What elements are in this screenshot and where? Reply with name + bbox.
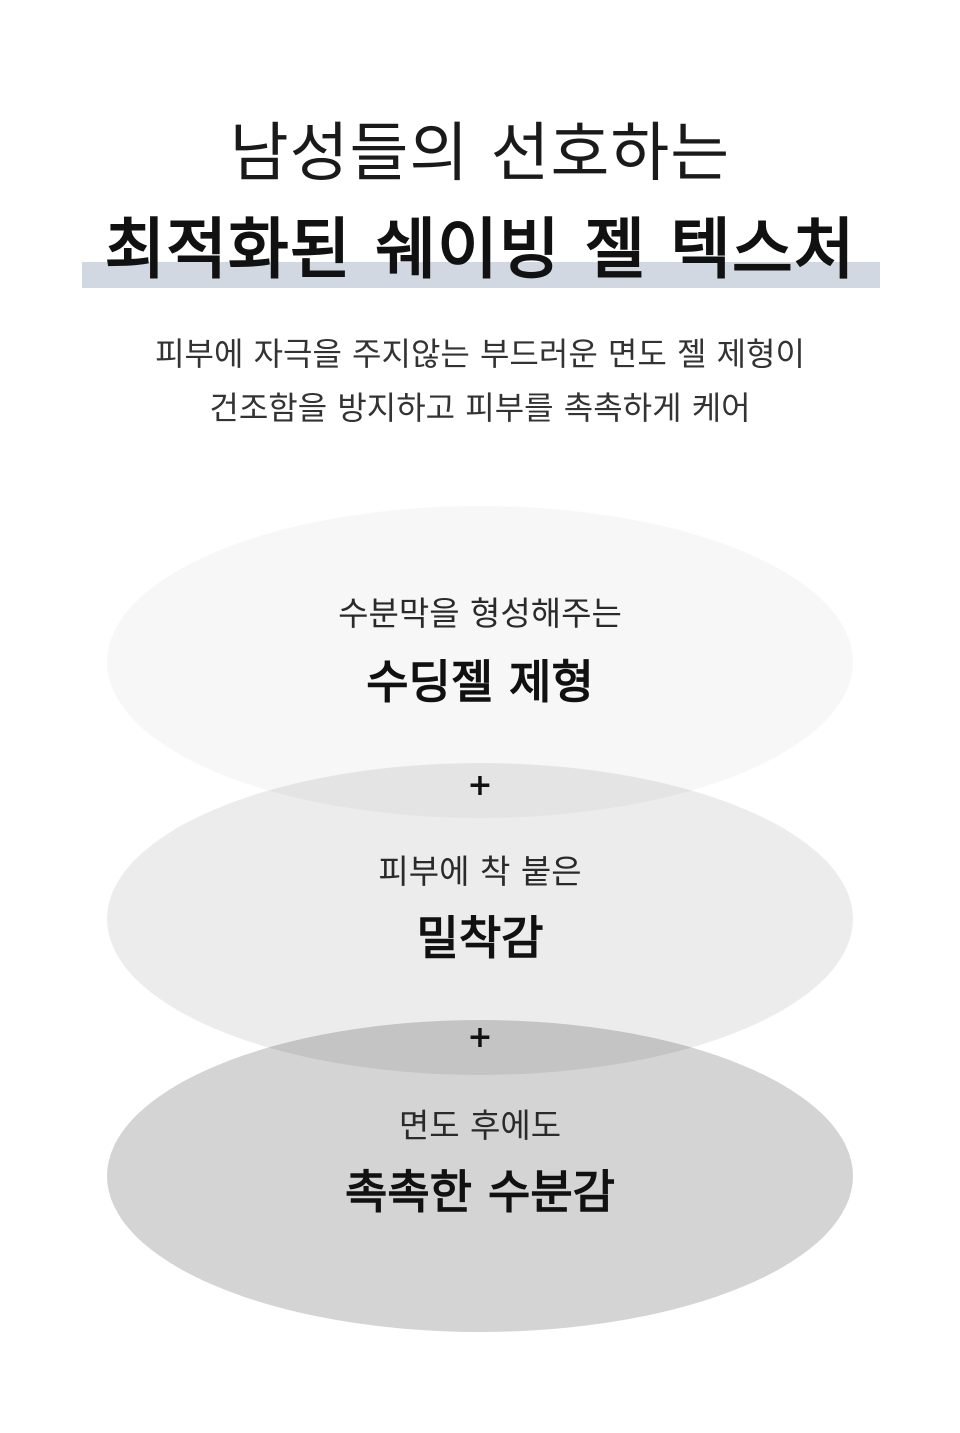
feature-3-title: 촉촉한 수분감 (345, 1165, 615, 1219)
feature-ellipse-3 (107, 1020, 853, 1332)
feature-2-caption: 피부에 착 붙은 (378, 852, 582, 891)
feature-2-title: 밀착감 (416, 911, 544, 965)
headline-highlight-bar (82, 262, 880, 288)
plus-icon: + (467, 1020, 493, 1055)
feature-1-title: 수딩젤 제형 (366, 655, 594, 709)
feature-3-caption: 면도 후에도 (398, 1106, 562, 1145)
feature-1-caption: 수분막을 형성해주는 (338, 594, 622, 633)
description-line-2: 건조함을 방지하고 피부를 촉촉하게 케어 (209, 389, 751, 427)
plus-icon: + (467, 768, 493, 803)
feature-ellipse-2 (107, 763, 853, 1075)
headline-line-2: 최적화된 쉐이빙 젤 텍스처 (104, 211, 856, 288)
headline-line-1: 남성들의 선호하는 (229, 117, 731, 191)
description-line-1: 피부에 자극을 주지않는 부드러운 면도 젤 제형이 (155, 335, 805, 373)
